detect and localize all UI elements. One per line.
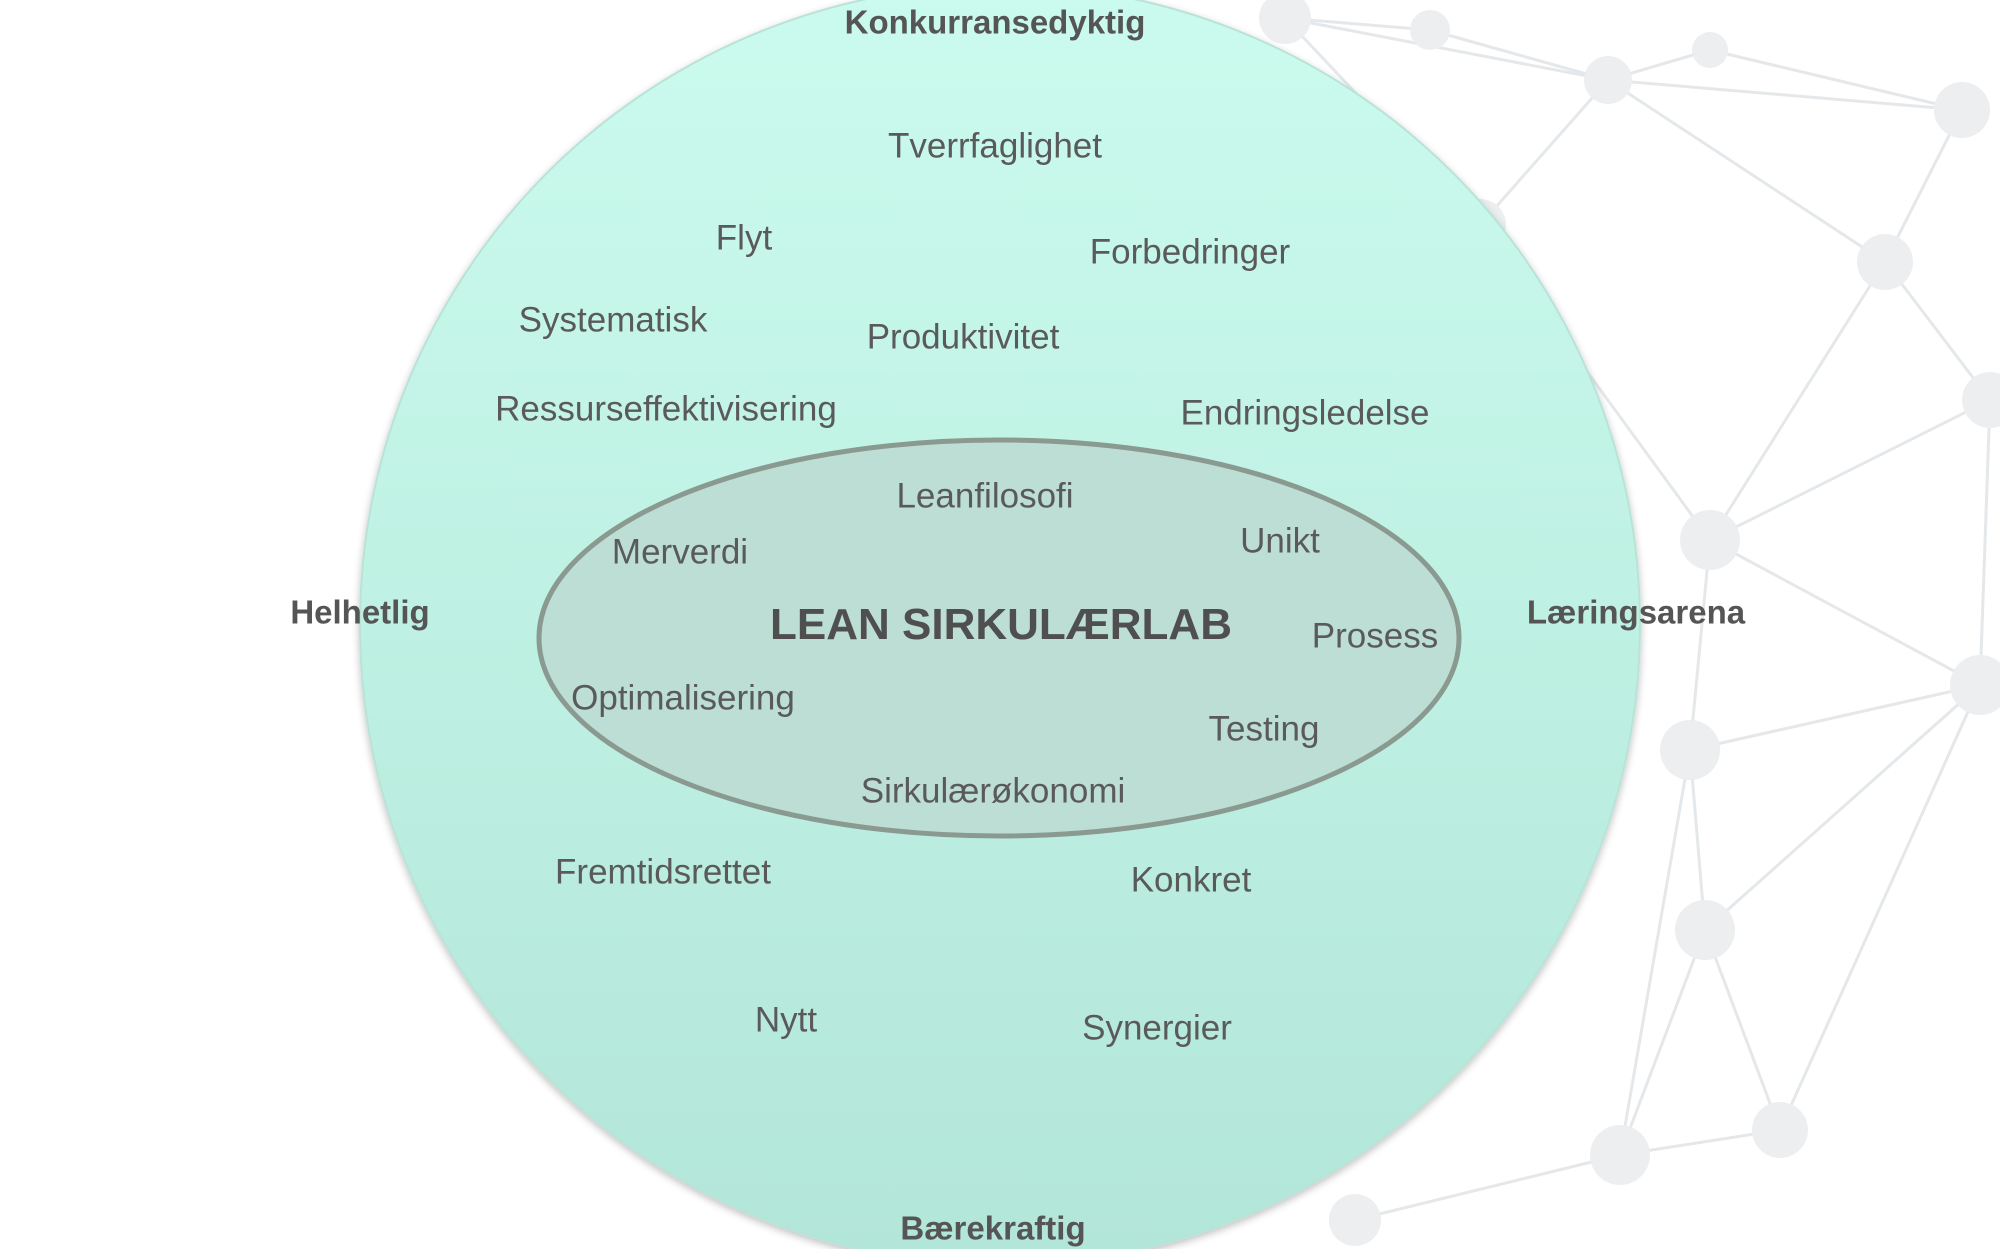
- network-edge: [1618, 749, 1692, 1156]
- network-node: [1329, 1194, 1381, 1246]
- network-edge: [1607, 78, 1886, 264]
- network-node: [1692, 32, 1728, 68]
- network-edge: [1778, 684, 1982, 1131]
- network-node: [1950, 655, 2000, 715]
- network-edge: [1284, 16, 1609, 82]
- edge-label-top: Konkurransedyktig: [844, 3, 1146, 41]
- network-edge: [1478, 79, 1610, 226]
- network-edge: [1689, 683, 1981, 752]
- term-nytt: Nytt: [754, 1000, 818, 1040]
- term-sirkulaerokonomi: Sirkulærøkonomi: [860, 771, 1126, 811]
- network-edge: [1607, 78, 1963, 112]
- inner-ellipse: [536, 437, 1462, 839]
- edge-label-right: Læringsarena: [1526, 593, 1746, 631]
- term-prosess: Prosess: [1311, 616, 1439, 656]
- term-testing: Testing: [1208, 709, 1320, 749]
- network-node: [1934, 82, 1990, 138]
- term-tverrfaglighet: Tverrfaglighet: [888, 126, 1102, 166]
- network-node: [1410, 10, 1450, 50]
- network-node: [1962, 372, 2000, 428]
- network-node: [1660, 720, 1720, 780]
- network-edge: [1978, 399, 1992, 686]
- network-edge: [1709, 398, 1991, 542]
- term-systematisk: Systematisk: [518, 300, 708, 340]
- term-synergier: Synergier: [1082, 1008, 1232, 1048]
- network-edge: [1708, 261, 1887, 541]
- term-optimalisering: Optimalisering: [571, 678, 795, 718]
- network-edge: [1688, 539, 1712, 751]
- network-node: [1680, 510, 1740, 570]
- network-edge: [1429, 28, 1609, 82]
- network-edge: [1883, 261, 1992, 401]
- edge-label-left: Helhetlig: [290, 593, 430, 631]
- network-node: [1675, 900, 1735, 960]
- term-ressurseffektivisering: Ressurseffektivisering: [495, 389, 837, 429]
- term-produktivitet: Produktivitet: [866, 317, 1060, 357]
- term-flyt: Flyt: [715, 218, 773, 258]
- network-edge: [1688, 749, 1707, 931]
- network-edge: [1703, 929, 1782, 1131]
- network-node: [1584, 56, 1632, 104]
- term-unikt: Unikt: [1240, 521, 1320, 561]
- network-edge: [1704, 683, 1981, 932]
- term-leanfilosofi: Leanfilosofi: [896, 476, 1074, 516]
- network-node: [1752, 1102, 1808, 1158]
- network-edge: [1883, 109, 1964, 263]
- center-title: LEAN SIRKULÆRLAB: [770, 600, 1232, 649]
- edge-label-bottom: Bærekraftig: [900, 1209, 1086, 1247]
- network-node: [1590, 1125, 1650, 1185]
- network-edge: [1354, 1153, 1621, 1222]
- network-edge: [1709, 48, 1963, 112]
- term-forbedringer: Forbedringer: [1089, 232, 1291, 272]
- network-node: [1259, 0, 1311, 44]
- network-edge: [1618, 929, 1707, 1156]
- term-endringsledelse: Endringsledelse: [1180, 393, 1430, 433]
- term-merverdi: Merverdi: [611, 532, 749, 572]
- network-lines: [1283, 16, 1992, 1222]
- network-edge: [1709, 538, 1981, 687]
- term-konkret: Konkret: [1130, 860, 1252, 900]
- network-node: [1857, 234, 1913, 290]
- network-nodes: [1259, 0, 2000, 1246]
- term-fremtidsrettet: Fremtidsrettet: [555, 852, 771, 892]
